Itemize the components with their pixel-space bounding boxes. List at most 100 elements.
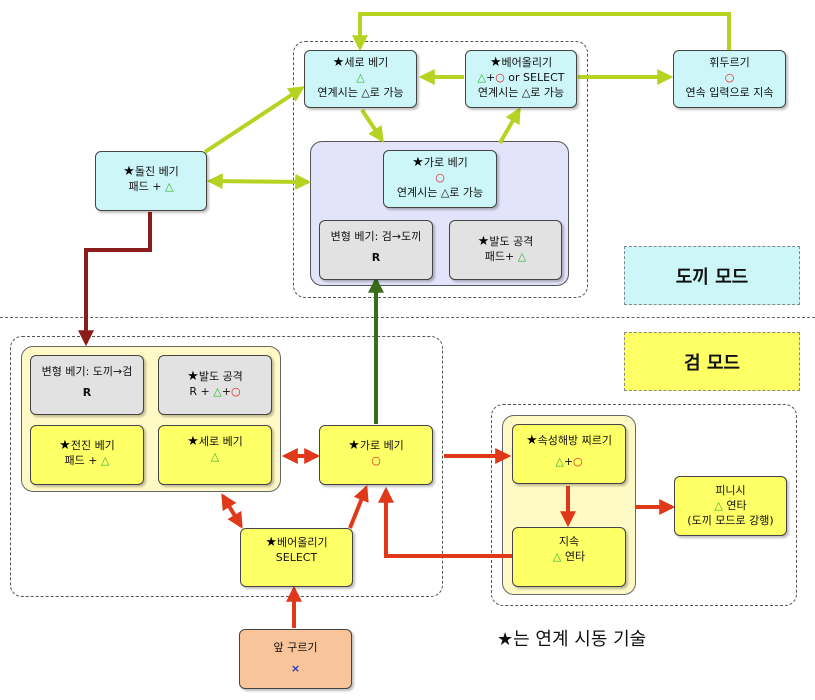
node-baldo-sword: ★발도 공격 R + △+○ (158, 355, 272, 415)
triangle-icon: △ (555, 455, 564, 468)
node-roll: 앞 구르기 × (239, 629, 352, 689)
node-input: 패드+ (484, 250, 518, 263)
star-icon: ★ (348, 438, 360, 453)
star-icon: ★ (187, 369, 199, 384)
node-sword-beeo: ★베어올리기 SELECT (240, 528, 353, 587)
node-note: 연계시는 △로 가능 (317, 86, 404, 99)
circle-icon: ○ (573, 455, 583, 468)
node-note: (도끼 모드로 강행) (687, 514, 774, 527)
arrow-sero-to-garo (360, 108, 384, 143)
star-icon: ★ (477, 234, 490, 249)
node-title: 가로 베기 (423, 156, 468, 169)
node-note: 연속 입력으로 지속 (685, 86, 774, 99)
node-title: 앞 구르기 (273, 641, 318, 654)
circle-icon: ○ (435, 171, 445, 184)
node-title: 피니시 (715, 484, 746, 497)
node-input: 패드 + (128, 180, 165, 193)
node-title: 베어올리기 (277, 536, 328, 549)
node-title: 변형 베기: 검→도끼 (330, 230, 422, 243)
node-morph-sword: 변형 베기: 도끼→검 R (30, 355, 144, 415)
node-title: 돌진 베기 (134, 165, 179, 178)
node-input: 연타 (722, 499, 747, 512)
triangle-icon: △ (356, 71, 365, 84)
star-icon: ★ (123, 164, 135, 179)
node-baldo-axe: ★발도 공격 패드+ △ (449, 220, 562, 280)
node-title: 베어올리기 (501, 56, 553, 69)
r-key: R (82, 386, 92, 399)
select-text: or SELECT (504, 71, 565, 84)
star-icon: ★ (332, 55, 345, 70)
circle-icon: ○ (230, 385, 241, 398)
node-sword-garo: ★가로 베기 ○ (319, 425, 433, 485)
node-title: 세로 베기 (198, 435, 243, 448)
triangle-icon: △ (213, 385, 222, 398)
node-input: 연타 (561, 550, 586, 563)
node-finish: 피니시 △ 연타 (도끼 모드로 강행) (674, 476, 787, 536)
arrow-hwiduru-to-sero (352, 12, 731, 52)
arrow-doljin-to-sero (203, 86, 305, 154)
triangle-icon: △ (552, 550, 562, 563)
arrow-jisok-to-garo (378, 486, 512, 558)
node-doljin: ★돌진 베기 패드 + △ (95, 151, 207, 211)
axe-mode-label: 도끼 모드 (624, 246, 800, 305)
node-axe-garo: ★가로 베기 ○ 연계시는 △로 가능 (383, 150, 497, 208)
node-axe-beeo: ★베어올리기 △+○ or SELECT 연계시는 △로 가능 (465, 50, 577, 108)
node-note: 연계시는 △로 가능 (396, 186, 484, 199)
star-icon: ★ (489, 55, 502, 70)
node-title: 속성해방 찌르기 (537, 434, 612, 447)
node-title: 발도 공격 (489, 235, 534, 248)
star-icon: ★ (265, 535, 278, 550)
node-input: 패드 + (64, 454, 101, 467)
node-title: 지속 (558, 535, 580, 548)
node-title: 변형 베기: 도끼→검 (41, 365, 133, 378)
node-jisok: 지속 △ 연타 (512, 527, 626, 587)
circle-icon: ○ (371, 454, 381, 467)
plus-sign: + (221, 385, 231, 398)
node-hwiduru: 휘두르기 ○ 연속 입력으로 지속 (673, 50, 786, 108)
triangle-icon: △ (714, 499, 723, 512)
plus-sign: + (563, 455, 574, 468)
node-sword-sero: ★세로 베기 △ (158, 425, 272, 485)
triangle-icon: △ (517, 250, 527, 263)
sword-group-dashed (10, 336, 443, 597)
circle-icon: ○ (724, 71, 735, 84)
node-note: 연계시는 △로 가능 (477, 86, 565, 99)
node-input: R + (189, 385, 214, 398)
star-icon: ★ (187, 434, 199, 449)
node-morph-axe: 변형 베기: 검→도끼 R (319, 220, 433, 280)
axe-group-dashed (293, 41, 588, 298)
mode-divider (0, 317, 815, 318)
legend-text: 는 연계 시동 기술 (513, 629, 647, 650)
star-icon: ★ (412, 155, 424, 170)
arrow-doljin-garo (206, 173, 312, 190)
circle-icon: ○ (495, 71, 505, 84)
r-key: R (371, 251, 381, 264)
select-text: SELECT (275, 551, 318, 564)
plus-sign: + (485, 71, 496, 84)
element-group-dashed (491, 404, 797, 606)
node-title: 세로 베기 (344, 56, 389, 69)
node-sokseong: ★속성해방 찌르기 △+○ (512, 424, 626, 484)
arrow-doljin-to-sword (78, 212, 152, 347)
arrow-beeo-to-garo (348, 485, 369, 529)
node-title: 가로 베기 (359, 439, 404, 452)
triangle-icon: △ (477, 71, 486, 84)
sword-mode-label: 검 모드 (624, 332, 800, 391)
triangle-icon: △ (164, 180, 174, 193)
arrow-sword-beeo (221, 493, 243, 529)
node-title: 발도 공격 (198, 370, 243, 383)
node-axe-sero: ★세로 베기 △ 연계시는 △로 가능 (304, 50, 417, 108)
node-jeonjin: ★전진 베기 패드 + △ (30, 425, 144, 485)
star-icon: ★ (497, 629, 514, 650)
star-icon: ★ (59, 438, 71, 453)
star-icon: ★ (526, 433, 538, 448)
arrow-garo-to-beeo (498, 107, 521, 144)
cross-icon: × (290, 662, 301, 675)
node-title: 전진 베기 (70, 439, 115, 452)
triangle-icon: △ (100, 454, 110, 467)
node-title: 휘두르기 (709, 56, 750, 69)
triangle-icon: △ (210, 450, 220, 463)
legend: ★는 연계 시동 기술 (497, 625, 646, 651)
